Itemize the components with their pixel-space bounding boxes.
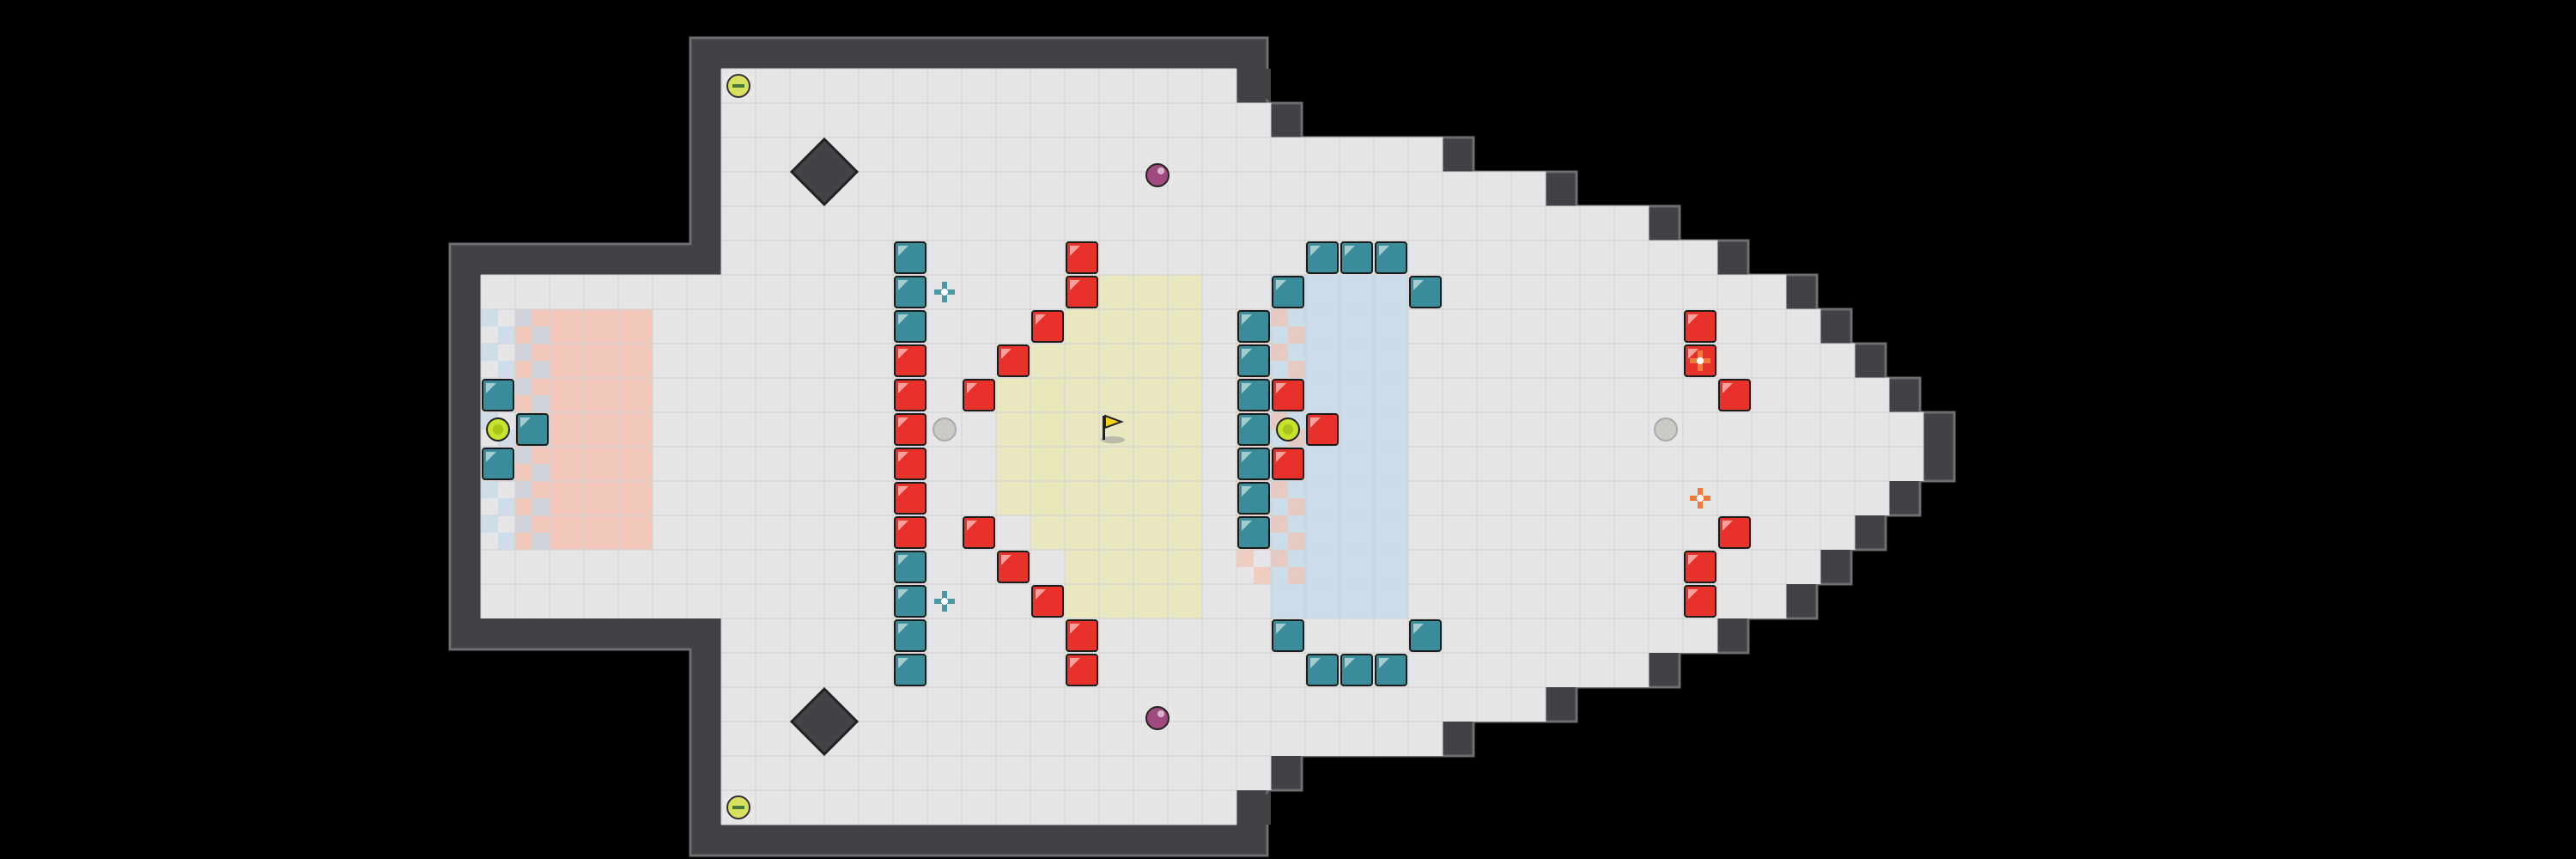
teal-block xyxy=(1237,516,1270,549)
red-block xyxy=(1272,379,1304,411)
red-block xyxy=(894,448,927,480)
teal-block xyxy=(1237,310,1270,343)
flag-icon xyxy=(1101,414,1125,443)
teal-block xyxy=(1375,241,1407,274)
bomb-icon xyxy=(1145,706,1170,730)
teal-block xyxy=(894,276,927,308)
teal-block xyxy=(1340,654,1373,686)
red-block xyxy=(1066,654,1098,686)
teal-block xyxy=(1375,654,1407,686)
portal-icon xyxy=(1276,417,1300,442)
red-block xyxy=(894,413,927,446)
powerup-icon xyxy=(934,282,955,302)
teal-block xyxy=(1237,482,1270,515)
bomb-icon xyxy=(1145,163,1170,187)
powerup-icon xyxy=(934,591,955,612)
teal-block xyxy=(516,413,549,446)
red-block xyxy=(1718,516,1751,549)
wall-chamfer-bottom xyxy=(1236,790,1271,825)
teal-block xyxy=(1306,241,1339,274)
red-block xyxy=(1066,619,1098,652)
red-block xyxy=(997,551,1030,583)
teal-block xyxy=(894,551,927,583)
portal-icon xyxy=(486,417,510,442)
teal-block xyxy=(1237,413,1270,446)
powerup-icon xyxy=(1690,350,1710,371)
neutral-spot-icon xyxy=(1654,417,1678,442)
red-block xyxy=(1684,551,1716,583)
red-block xyxy=(1066,276,1098,308)
red-block xyxy=(894,516,927,549)
red-block xyxy=(963,379,995,411)
teal-block xyxy=(894,585,927,618)
teal-block xyxy=(1306,654,1339,686)
red-block xyxy=(1031,585,1064,618)
red-block xyxy=(1306,413,1339,446)
red-block xyxy=(894,344,927,377)
red-block xyxy=(1684,310,1716,343)
spike-icon xyxy=(789,686,860,757)
red-block xyxy=(963,516,995,549)
teal-block xyxy=(894,619,927,652)
blocks-group xyxy=(482,241,1751,686)
red-block xyxy=(1066,241,1098,274)
teal-block xyxy=(894,654,927,686)
red-block xyxy=(997,344,1030,377)
red-block xyxy=(894,379,927,411)
boost-icon xyxy=(726,74,750,98)
teal-block xyxy=(1237,344,1270,377)
red-block xyxy=(1684,585,1716,618)
teal-block xyxy=(1237,448,1270,480)
wall-chamfer-top xyxy=(1236,69,1271,103)
teal-block xyxy=(482,379,514,411)
powerup-icon xyxy=(1690,488,1710,509)
neutral-spot-icon xyxy=(933,417,957,442)
teal-block xyxy=(1409,619,1442,652)
red-block xyxy=(1718,379,1751,411)
red-block xyxy=(1031,310,1064,343)
teal-block xyxy=(1237,379,1270,411)
red-block xyxy=(1272,448,1304,480)
wall-tick xyxy=(711,258,714,275)
spike-icon xyxy=(789,137,860,207)
teal-block xyxy=(1272,619,1304,652)
teal-block xyxy=(894,241,927,274)
boost-icon xyxy=(726,795,750,819)
teal-block xyxy=(1340,241,1373,274)
teal-block xyxy=(1272,276,1304,308)
red-block xyxy=(894,482,927,515)
teal-block xyxy=(482,448,514,480)
teal-block xyxy=(1409,276,1442,308)
teal-block xyxy=(894,310,927,343)
